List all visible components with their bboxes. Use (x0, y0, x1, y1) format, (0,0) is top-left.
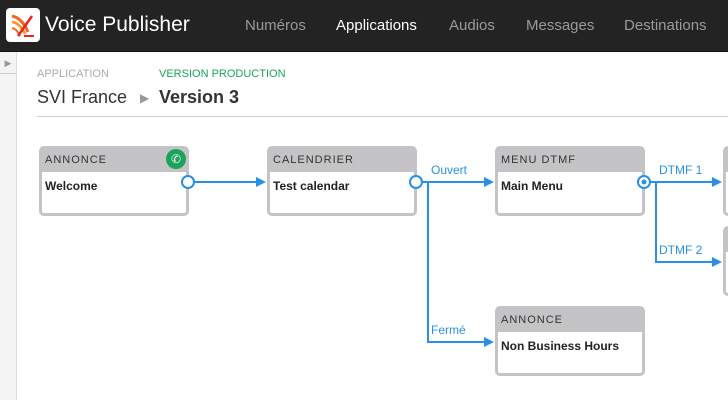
application-name[interactable]: SVI France (37, 87, 128, 107)
output-port-dot (641, 179, 647, 185)
edge-label-open: Ouvert (431, 163, 468, 177)
node-type: CALENDRIER (270, 149, 414, 172)
top-navbar: Voice Publisher Numéros Applications Aud… (0, 0, 728, 52)
phone-icon: ✆ (166, 149, 186, 169)
nav-applications[interactable]: Applications (336, 17, 417, 34)
arrow-head (484, 177, 494, 187)
arrow-head (712, 177, 722, 187)
node-type: ANNONCE (42, 149, 186, 172)
logo[interactable] (6, 8, 40, 42)
flow-node-non-business-hours[interactable]: ANNONCE Non Business Hours (495, 306, 645, 376)
application-label: APPLICATION (37, 68, 109, 80)
breadcrumb-arrow-icon: ▶ (140, 91, 150, 105)
node-name: Main Menu (501, 179, 563, 193)
left-sidebar: ▶ (0, 52, 17, 400)
flow-node-welcome[interactable]: ANNONCE ✆ Welcome (39, 146, 189, 216)
edge-label-dtmf1: DTMF 1 (659, 163, 703, 177)
connector-closed (427, 182, 486, 343)
output-port[interactable] (181, 175, 195, 189)
edge-label-dtmf2: DTMF 2 (659, 243, 703, 257)
logo-icon (11, 14, 34, 37)
flow-node-partial[interactable] (723, 146, 728, 216)
sidebar-expand-icon[interactable]: ▶ (0, 52, 16, 74)
node-type: MENU DTMF (498, 149, 642, 172)
edge-label-closed: Fermé (431, 323, 466, 337)
arrow-head (712, 257, 722, 267)
node-header (726, 229, 728, 252)
node-type: ANNONCE (498, 309, 642, 332)
divider (37, 116, 728, 117)
flow-node-partial[interactable] (723, 226, 728, 296)
node-header (726, 149, 728, 172)
connector-dtmf2 (655, 182, 714, 263)
flow-node-main-menu[interactable]: MENU DTMF Main Menu (495, 146, 645, 216)
version-label: VERSION PRODUCTION (159, 68, 286, 80)
nav-numeros[interactable]: Numéros (245, 17, 306, 34)
nav-audios[interactable]: Audios (449, 17, 495, 34)
nav-destinations[interactable]: Destinations (624, 17, 707, 34)
nav-messages[interactable]: Messages (526, 17, 595, 34)
node-name: Test calendar (273, 179, 350, 193)
arrow-head (256, 177, 266, 187)
arrow-head (484, 337, 494, 347)
node-name: Non Business Hours (501, 339, 620, 353)
output-port[interactable] (409, 175, 423, 189)
node-name: Welcome (45, 179, 98, 193)
app-brand: Voice Publisher (45, 13, 190, 36)
version-name: Version 3 (159, 87, 240, 107)
flow-node-calendar[interactable]: CALENDRIER Test calendar (267, 146, 417, 216)
